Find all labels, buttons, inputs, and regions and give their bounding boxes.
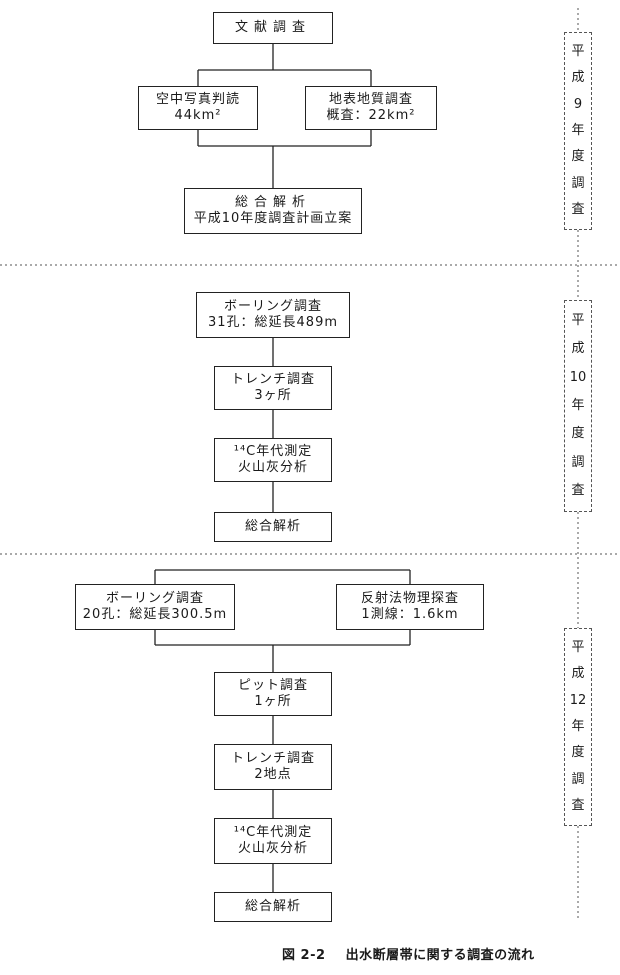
node-kuchu-line1: 空中写真判読 [155,92,240,107]
node-c14-2: ¹⁴C年代測定 火山灰分析 [214,818,332,864]
phase-h9-char: 査 [571,201,585,217]
phase-h9-char: 平 [571,44,585,60]
phase-h12-char: 度 [571,745,585,761]
node-boring-1: ボーリング調査 31孔：総延長489m [196,292,350,338]
node-c14-1-line1: ¹⁴C年代測定 [233,444,313,459]
node-c14-2-line1: ¹⁴C年代測定 [233,825,313,840]
node-hansha-line2: 1測線：1.6km [361,607,459,622]
node-trench-2-line1: トレンチ調査 [230,751,315,766]
node-bunken-line1: 文献調査 [234,20,311,35]
figure-caption: 図 2-2 出水断層帯に関する調査の流れ [282,944,535,963]
node-boring-1-line2: 31孔：総延長489m [207,315,339,330]
phase-h12-char: 平 [571,640,585,656]
node-kuchu-line2: 44km² [174,108,222,123]
phase-h10-char: 成 [571,341,585,357]
node-trench-1-line2: 3ヶ所 [254,388,292,403]
phase-label-h9: 平 成 9 年 度 調 査 [564,32,592,230]
figure-title: 出水断層帯に関する調査の流れ [345,948,535,963]
node-boring-2-line1: ボーリング調査 [105,591,204,606]
node-trench-2: トレンチ調査 2地点 [214,744,332,790]
phase-h9-char: 調 [571,175,585,191]
phase-h9-char: 9 [573,96,583,112]
node-sogo-2: 総合解析 [214,512,332,542]
node-pit-line1: ピット調査 [237,678,308,693]
phase-h9-char: 年 [571,122,585,138]
phase-h10-char: 調 [571,454,585,470]
node-sogo-3: 総合解析 [214,892,332,922]
node-boring-2-line2: 20孔：総延長300.5m [82,607,228,622]
node-pit-line2: 1ヶ所 [254,694,292,709]
node-chihyo-line2: 概査：22km² [326,108,416,123]
node-c14-2-line2: 火山灰分析 [237,841,308,856]
phase-h12-char: 12 [569,692,587,708]
node-sogo-1-line1: 総合解析 [234,195,311,210]
node-boring-1-line1: ボーリング調査 [223,299,322,314]
node-sogo-2-line1: 総合解析 [244,519,301,534]
phase-h12-char: 調 [571,771,585,787]
phase-label-h10: 平 成 10 年 度 調 査 [564,300,592,512]
node-hansha-line1: 反射法物理探査 [360,591,459,606]
figure-number: 図 2-2 [282,948,326,963]
phase-h12-char: 査 [571,797,585,813]
phase-h10-char: 平 [571,313,585,329]
phase-h10-char: 査 [571,482,585,498]
phase-h12-char: 成 [571,666,585,682]
node-chihyo: 地表地質調査 概査：22km² [305,86,437,130]
node-c14-1-line2: 火山灰分析 [237,460,308,475]
node-chihyo-line1: 地表地質調査 [328,92,413,107]
phase-h9-char: 度 [571,149,585,165]
node-pit: ピット調査 1ヶ所 [214,672,332,716]
phase-h9-char: 成 [571,70,585,86]
node-c14-1: ¹⁴C年代測定 火山灰分析 [214,438,332,482]
node-kuchu: 空中写真判読 44km² [138,86,258,130]
phase-h12-char: 年 [571,718,585,734]
node-trench-2-line2: 2地点 [254,767,292,782]
node-hansha: 反射法物理探査 1測線：1.6km [336,584,484,630]
phase-h10-char: 10 [569,369,587,385]
node-bunken: 文献調査 [213,12,333,44]
node-sogo-1: 総合解析 平成10年度調査計画立案 [184,188,362,234]
phase-h10-char: 年 [571,397,585,413]
node-sogo-3-line1: 総合解析 [244,899,301,914]
node-trench-1-line1: トレンチ調査 [230,372,315,387]
node-sogo-1-line2: 平成10年度調査計画立案 [193,211,353,226]
phase-h10-char: 度 [571,426,585,442]
phase-label-h12: 平 成 12 年 度 調 査 [564,628,592,826]
node-trench-1: トレンチ調査 3ヶ所 [214,366,332,410]
node-boring-2: ボーリング調査 20孔：総延長300.5m [75,584,235,630]
